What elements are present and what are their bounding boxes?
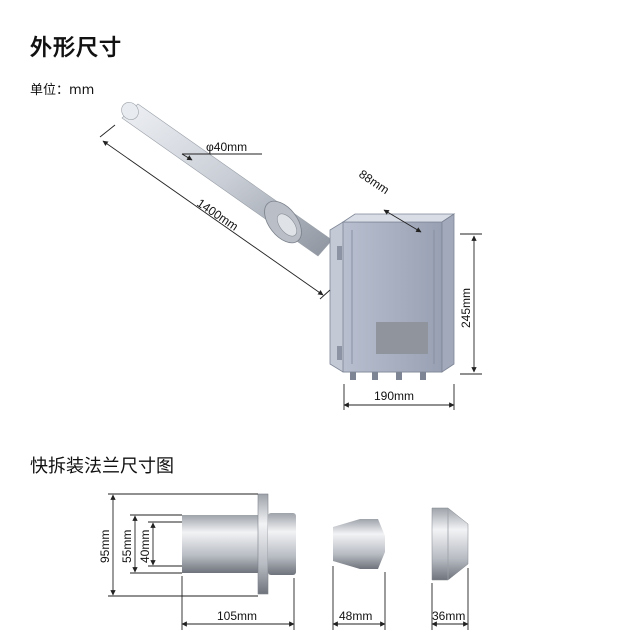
probe-tip [121,102,139,120]
probe-assembly [121,102,333,257]
unit-label: 单位：mm [30,83,95,98]
flange-neck [268,513,296,575]
electronics-box [329,213,456,380]
cable-gland [372,372,378,380]
dim-part-36: 36mm [432,609,465,623]
flange-plate [257,493,269,595]
box-label-plate [376,322,428,354]
cable-gland [396,372,402,380]
dim-part-48: 48mm [339,609,372,623]
dim-width: 190mm [374,389,414,403]
cable-gland [420,372,426,380]
dim-height: 245mm [459,288,473,328]
dim-line-length [102,140,324,296]
flange-cylinder [182,515,260,573]
cable-gland [350,372,356,380]
dim-diameter: φ40mm [206,140,247,154]
dim-flange-105: 105mm [217,609,257,623]
box-top [341,213,456,223]
section-subtitle: 快拆装法兰尺寸图 [30,456,174,477]
box-right [441,213,455,373]
dim-depth: 88mm [356,167,391,197]
flange-nut-part [431,507,469,581]
nut-body [431,507,469,581]
dim-flange-40: 40mm [138,530,152,563]
flange-cone-part [333,519,385,569]
flange-main-part [182,493,296,595]
dim-flange-55: 55mm [120,530,134,563]
cone-body [333,519,385,569]
dim-length: 1400mm [194,196,241,234]
dim-line-depth [383,209,422,233]
page-title: 外形尺寸 [30,36,123,61]
dim-flange-95: 95mm [98,530,112,563]
